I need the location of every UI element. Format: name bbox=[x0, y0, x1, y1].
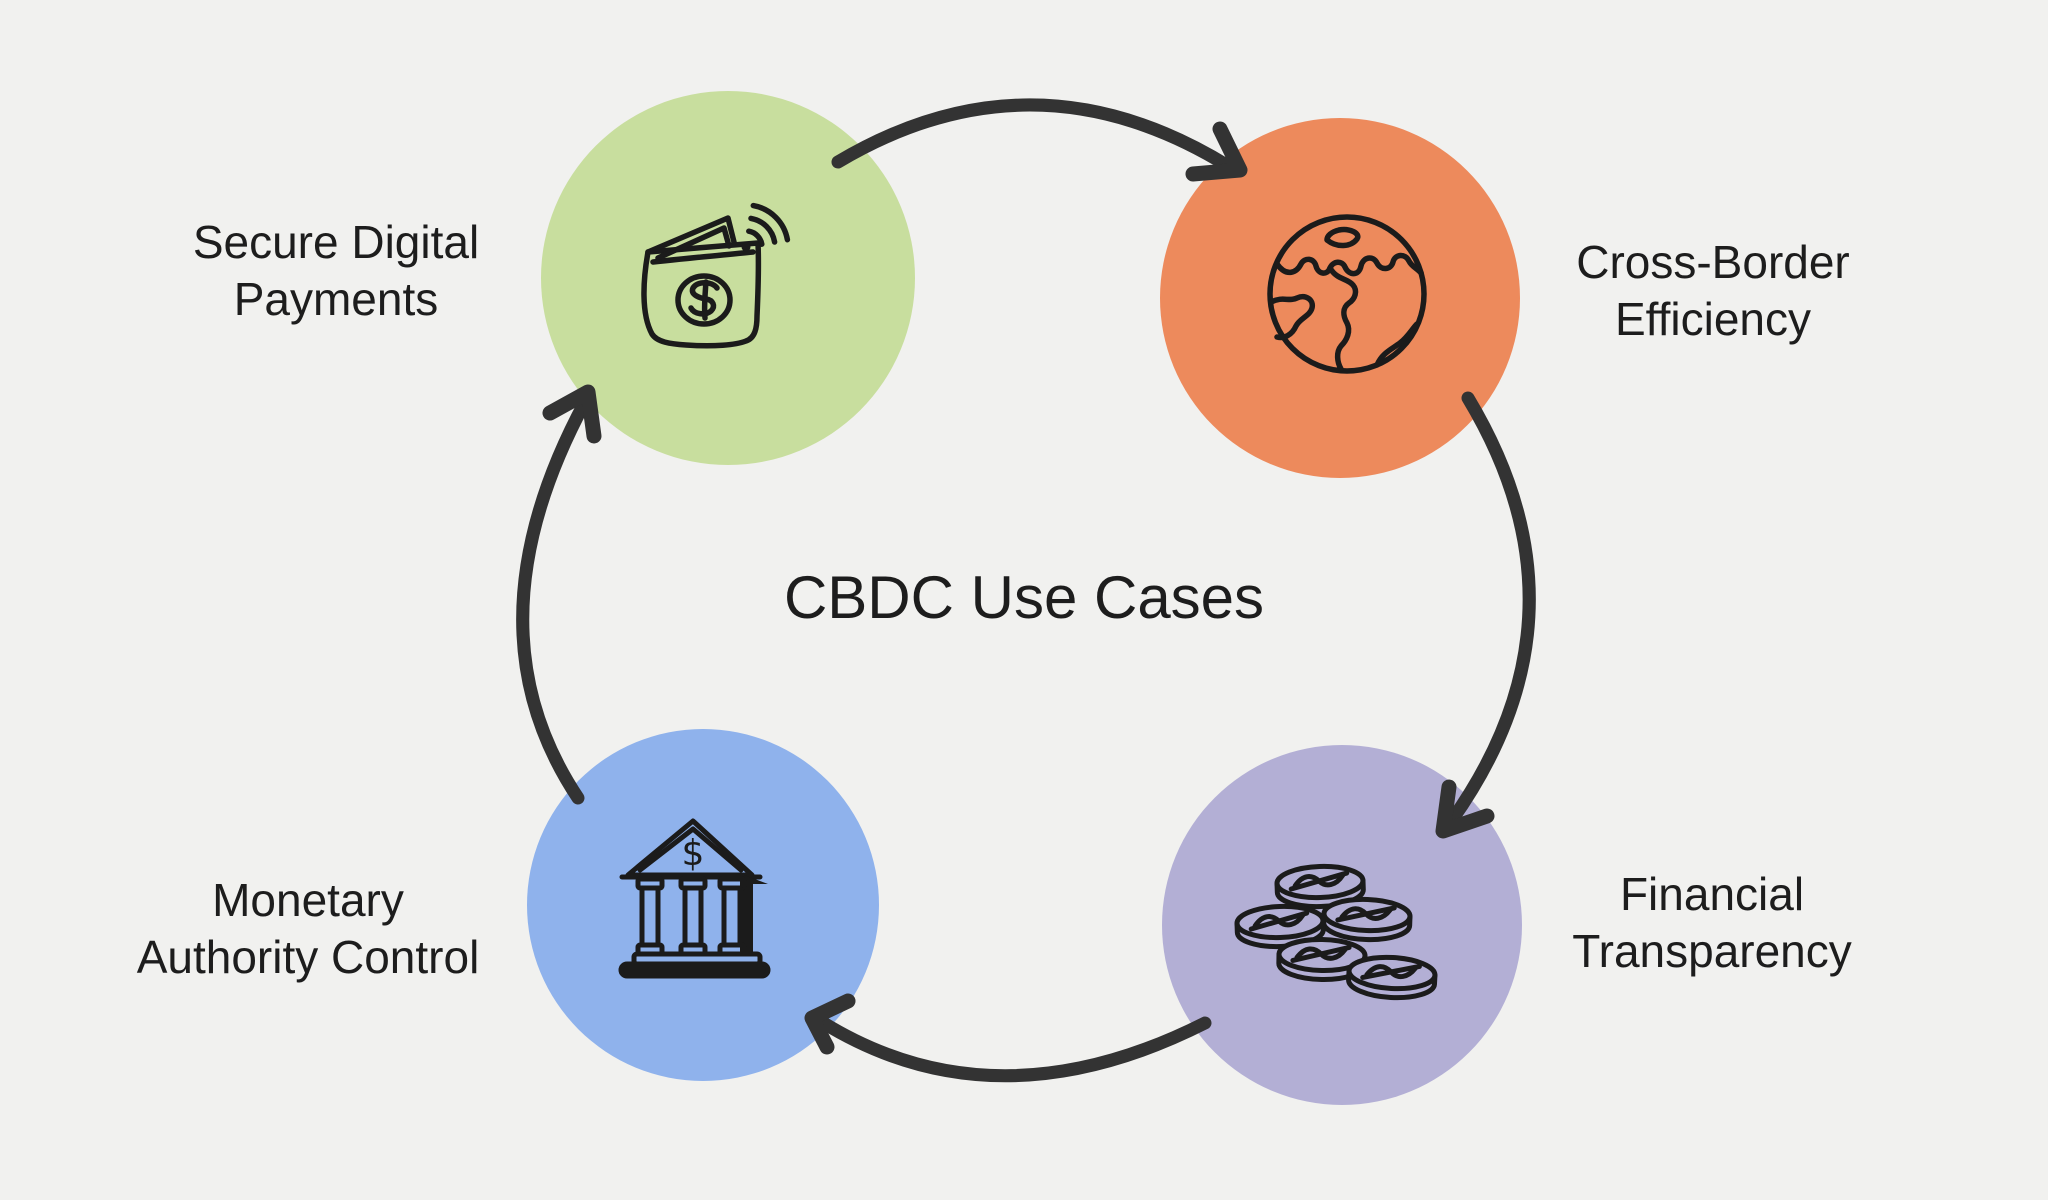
bank-back-column bbox=[740, 881, 753, 953]
page-title: CBDC Use Cases bbox=[783, 564, 1265, 631]
label-secure-digital-payments: Secure Digital Payments bbox=[193, 214, 479, 328]
coin bbox=[1276, 936, 1368, 983]
cycle-arrows bbox=[516, 98, 1536, 1083]
coins-icon bbox=[1234, 863, 1438, 1001]
globe-icon bbox=[1267, 214, 1427, 374]
label-line: Payments bbox=[233, 273, 439, 325]
label-line: Secure Digital bbox=[192, 216, 480, 268]
contactless-wallet-icon bbox=[641, 202, 791, 349]
arrow-head bbox=[542, 384, 602, 444]
arrow-left-icon bbox=[516, 384, 602, 805]
label-line: Cross-Border bbox=[1576, 236, 1850, 288]
label-line: Efficiency bbox=[1614, 293, 1812, 345]
arrow-head bbox=[804, 993, 856, 1055]
circle-secure-digital-payments bbox=[541, 91, 915, 465]
label-line: Financial bbox=[1619, 868, 1805, 920]
bank-dollar-glyph: $ bbox=[682, 833, 705, 874]
label-financial-transparency: Financial Transparency bbox=[1572, 866, 1852, 980]
circle-cross-border-efficiency bbox=[1160, 118, 1520, 478]
arrow-head bbox=[1185, 121, 1248, 182]
bank-icon: $ bbox=[618, 818, 771, 979]
arrow-top-icon bbox=[831, 98, 1248, 182]
coin bbox=[1321, 896, 1413, 943]
label-line: Transparency bbox=[1572, 925, 1852, 977]
arrow-right-icon bbox=[1435, 391, 1536, 839]
coin bbox=[1234, 903, 1326, 950]
coin bbox=[1346, 954, 1438, 1001]
bank-roof-shadow bbox=[740, 875, 768, 884]
nfc-dot bbox=[741, 242, 751, 252]
label-monetary-authority-control: Monetary Authority Control bbox=[137, 872, 480, 986]
label-cross-border-efficiency: Cross-Border Efficiency bbox=[1576, 234, 1850, 348]
label-line: Monetary bbox=[212, 874, 404, 926]
label-line: Authority Control bbox=[136, 931, 480, 983]
arrow-head bbox=[1435, 779, 1495, 839]
bank-base-step bbox=[618, 961, 771, 979]
arrow-bottom-icon bbox=[804, 993, 1212, 1083]
